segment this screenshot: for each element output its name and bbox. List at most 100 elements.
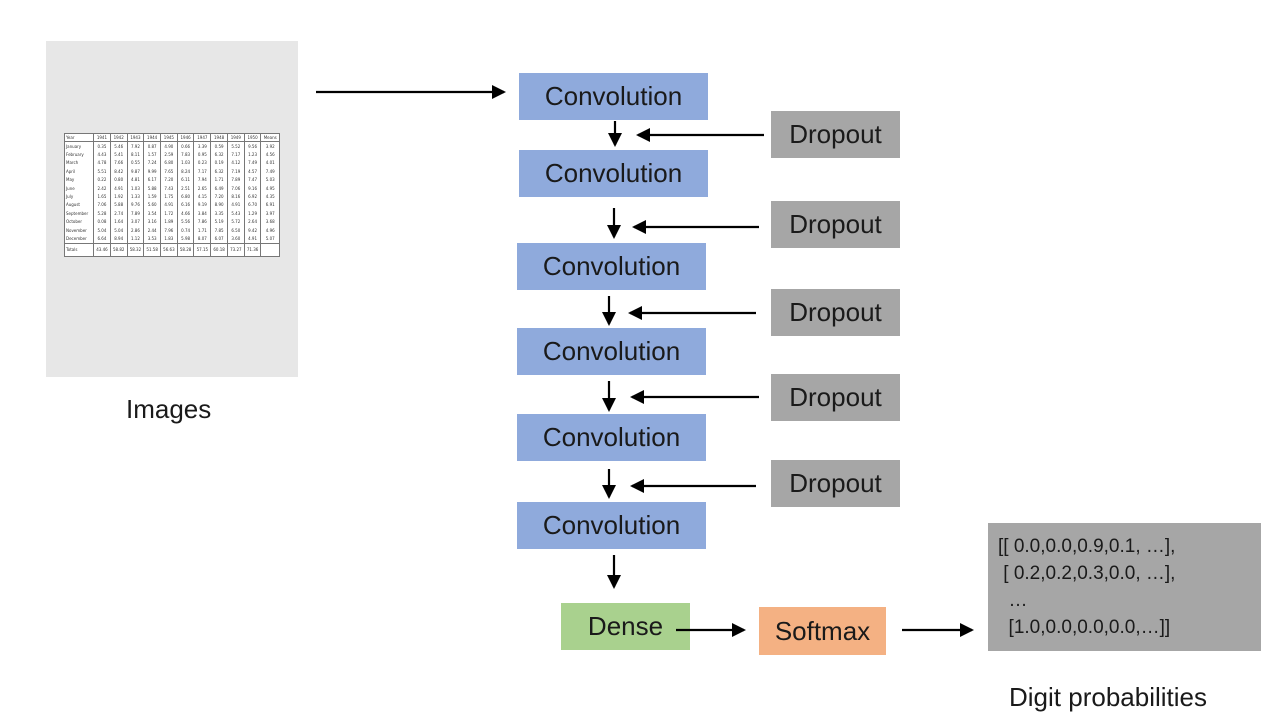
table-cell: 6.17 xyxy=(143,175,161,184)
table-cell: February xyxy=(63,150,94,159)
table-cell: 1.92 xyxy=(109,192,128,201)
table-total-cell: 58.82 xyxy=(109,242,128,257)
table-cell: 1.64 xyxy=(109,217,128,226)
table-cell: 2.51 xyxy=(176,183,194,193)
table-cell: 7.47 xyxy=(243,175,261,184)
table-cell: 1.65 xyxy=(93,192,111,201)
table-cell: 7.49 xyxy=(243,158,261,168)
table-header-cell: 1941 xyxy=(93,133,111,142)
table-cell: 3.92 xyxy=(260,141,280,151)
table-cell: October xyxy=(63,217,94,226)
table-cell: 7.06 xyxy=(226,183,245,193)
table-total-cell: 60.18 xyxy=(210,242,228,257)
convolution-layer-1: Convolution xyxy=(519,73,708,120)
table-cell: 7.86 xyxy=(193,217,211,226)
table-cell: 9.76 xyxy=(126,200,144,210)
table-cell: 1.03 xyxy=(126,183,144,193)
table-cell: 3.97 xyxy=(260,209,280,218)
table-cell: 5.56 xyxy=(176,217,194,226)
table-cell: 6.49 xyxy=(210,183,228,193)
table-cell: 5.43 xyxy=(226,209,245,218)
table-cell: July xyxy=(63,192,94,201)
table-cell: 4.96 xyxy=(260,225,280,235)
table-header-cell: 1944 xyxy=(143,133,161,142)
output-line-1: [[ 0.0,0.0,0.9,0.1, …], xyxy=(998,536,1176,557)
table-cell: 6.70 xyxy=(243,200,261,210)
output-line-3: … xyxy=(998,590,1028,611)
dropout-layer-3: Dropout xyxy=(771,289,900,336)
table-cell: September xyxy=(63,209,94,218)
table-cell: 2.44 xyxy=(143,225,161,235)
dropout-layer-2: Dropout xyxy=(771,201,900,248)
table-cell: 5.88 xyxy=(143,183,161,193)
table-cell: 8.11 xyxy=(126,150,144,159)
table-cell: August xyxy=(63,200,94,210)
table-cell: 6.91 xyxy=(260,200,280,210)
table-cell: 4.12 xyxy=(226,158,245,168)
table-cell: 7.94 xyxy=(193,175,211,184)
table-cell: 4.91 xyxy=(226,200,245,210)
output-line-2: [ 0.2,0.2,0.3,0.0, …], xyxy=(998,563,1176,584)
table-cell: 5.98 xyxy=(176,234,194,244)
table-cell: 5.03 xyxy=(260,175,280,184)
table-cell: 9.99 xyxy=(143,167,161,176)
table-cell: 3.07 xyxy=(126,217,144,226)
table-cell: 5.72 xyxy=(226,217,245,226)
table-cell: 7.17 xyxy=(226,150,245,159)
table-cell: 1.57 xyxy=(143,150,161,159)
table-cell: 3.84 xyxy=(193,209,211,218)
table-cell: 4.95 xyxy=(260,183,280,193)
table-cell: 4.66 xyxy=(176,209,194,218)
table-cell: 6.32 xyxy=(210,167,228,176)
table-header-cell: Means xyxy=(260,133,280,142)
table-cell: 9.19 xyxy=(193,200,211,210)
table-cell: April xyxy=(63,167,94,176)
table-header-cell: 1947 xyxy=(193,133,211,142)
table-cell: 1.12 xyxy=(126,234,144,244)
table-cell: 5.46 xyxy=(109,141,128,151)
table-cell: 5.51 xyxy=(93,167,111,176)
table-cell: 6.80 xyxy=(160,158,178,168)
table-total-cell: 58.28 xyxy=(176,242,194,257)
table-cell: 0.55 xyxy=(126,158,144,168)
table-total-cell xyxy=(260,242,280,257)
table-cell: 0.19 xyxy=(210,158,228,168)
table-header-cell: 1942 xyxy=(109,133,128,142)
convolution-layer-6: Convolution xyxy=(517,502,706,549)
table-cell: 8.07 xyxy=(193,234,211,244)
table-cell: 0.59 xyxy=(210,141,228,151)
table-cell: 3.35 xyxy=(210,209,228,218)
table-total-cell: 57.15 xyxy=(193,242,211,257)
table-cell: 7.49 xyxy=(260,167,280,176)
table-cell: 2.64 xyxy=(243,217,261,226)
dropout-layer-1: Dropout xyxy=(771,111,900,158)
convolution-layer-3: Convolution xyxy=(517,243,706,290)
table-total-cell: 71.36 xyxy=(243,242,261,257)
table-cell: 7.20 xyxy=(160,175,178,184)
table-cell: 7.83 xyxy=(176,150,194,159)
table-cell: 0.08 xyxy=(93,217,111,226)
table-cell: 1.89 xyxy=(160,217,178,226)
table-cell: 6.92 xyxy=(243,192,261,201)
table-cell: May xyxy=(63,175,94,184)
table-cell: 9.16 xyxy=(243,183,261,193)
table-cell: June xyxy=(63,183,94,193)
table-cell: 2.86 xyxy=(126,225,144,235)
table-cell: 1.33 xyxy=(126,192,144,201)
table-cell: 9.56 xyxy=(243,141,261,151)
table-header-cell: 1945 xyxy=(160,133,178,142)
table-header-cell: 1950 xyxy=(243,133,261,142)
dropout-layer-4: Dropout xyxy=(771,374,900,421)
table-total-cell: 43.46 xyxy=(93,242,111,257)
table-cell: 7.17 xyxy=(193,167,211,176)
table-cell: 0.74 xyxy=(176,225,194,235)
table-cell: 7.96 xyxy=(160,225,178,235)
